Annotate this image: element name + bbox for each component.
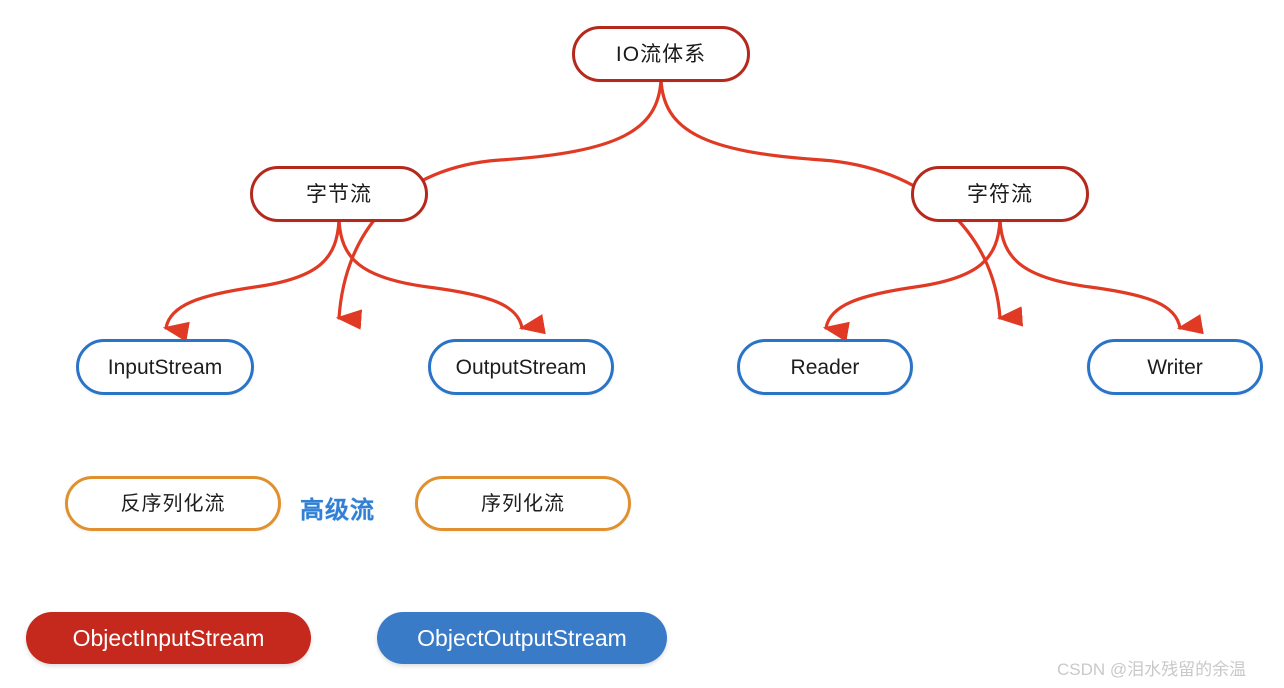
node-label: 序列化流: [481, 492, 565, 515]
node-label: ObjectOutputStream: [417, 624, 627, 651]
node-input-stream[interactable]: InputStream: [76, 339, 254, 395]
node-label: ObjectInputStream: [72, 624, 265, 651]
node-reader[interactable]: Reader: [737, 339, 913, 395]
node-deserialize-stream[interactable]: 反序列化流: [65, 476, 281, 531]
node-label: OutputStream: [455, 355, 587, 379]
node-label: Reader: [790, 355, 860, 379]
node-output-stream[interactable]: OutputStream: [428, 339, 614, 395]
edge-char-stream-to-reader: [822, 218, 1002, 342]
node-object-input-stream[interactable]: ObjectInputStream: [26, 612, 311, 664]
node-label: Writer: [1147, 355, 1203, 379]
advanced-stream-caption: 高级流: [300, 497, 375, 524]
node-label: 反序列化流: [120, 492, 226, 515]
edge-byte-stream-to-input-stream: [162, 218, 341, 342]
node-label: 字节流: [306, 182, 372, 206]
node-label: IO流体系: [615, 42, 707, 66]
node-label: 字符流: [967, 182, 1033, 206]
node-byte-stream[interactable]: 字节流: [250, 166, 428, 222]
edge-byte-stream-to-output-stream: [337, 218, 546, 335]
node-writer[interactable]: Writer: [1087, 339, 1263, 395]
node-serialize-stream[interactable]: 序列化流: [415, 476, 631, 531]
node-char-stream[interactable]: 字符流: [911, 166, 1089, 222]
node-io-stream-root[interactable]: IO流体系: [572, 26, 750, 82]
node-object-output-stream[interactable]: ObjectOutputStream: [377, 612, 667, 664]
edge-char-stream-to-writer: [998, 218, 1204, 335]
csdn-watermark: CSDN @泪水残留的余温: [1057, 660, 1247, 679]
node-label: InputStream: [107, 355, 223, 379]
